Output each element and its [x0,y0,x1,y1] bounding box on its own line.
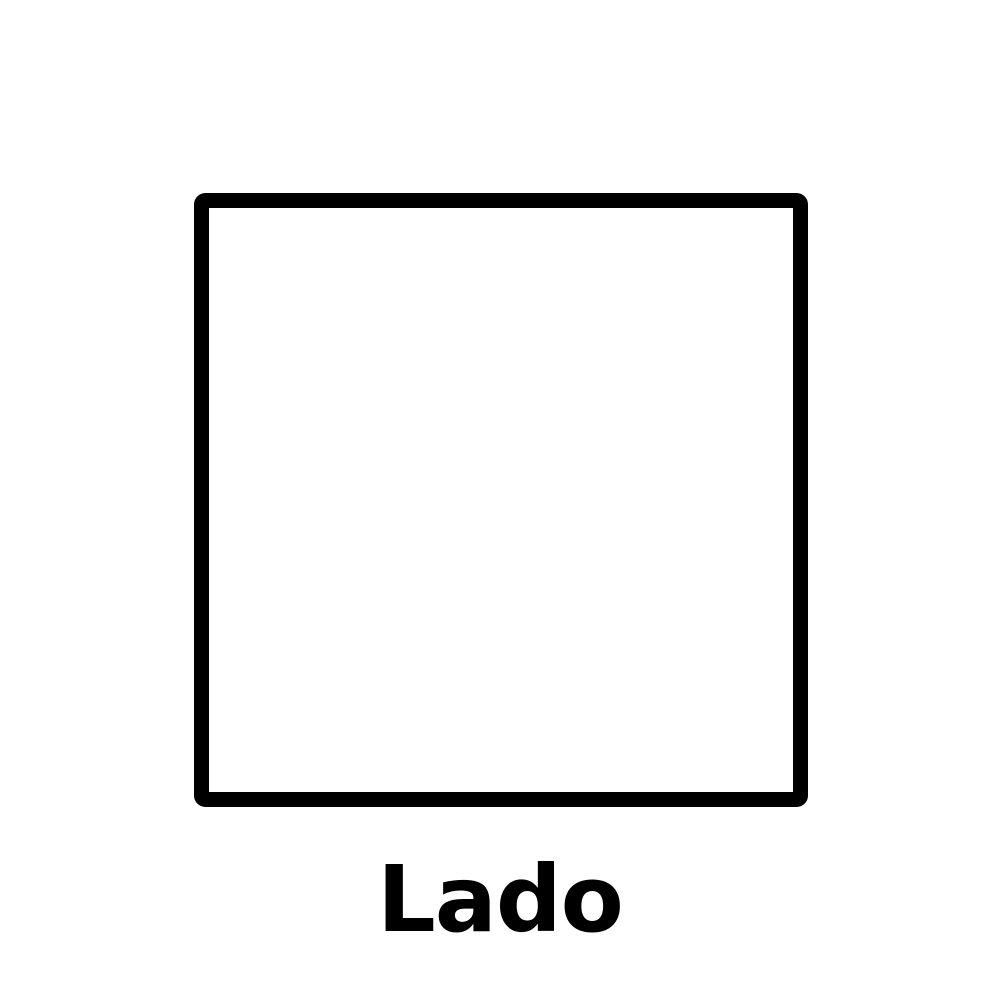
square-shape [194,193,808,807]
square-outline [194,193,808,807]
shape-caption: Lado [377,846,624,953]
